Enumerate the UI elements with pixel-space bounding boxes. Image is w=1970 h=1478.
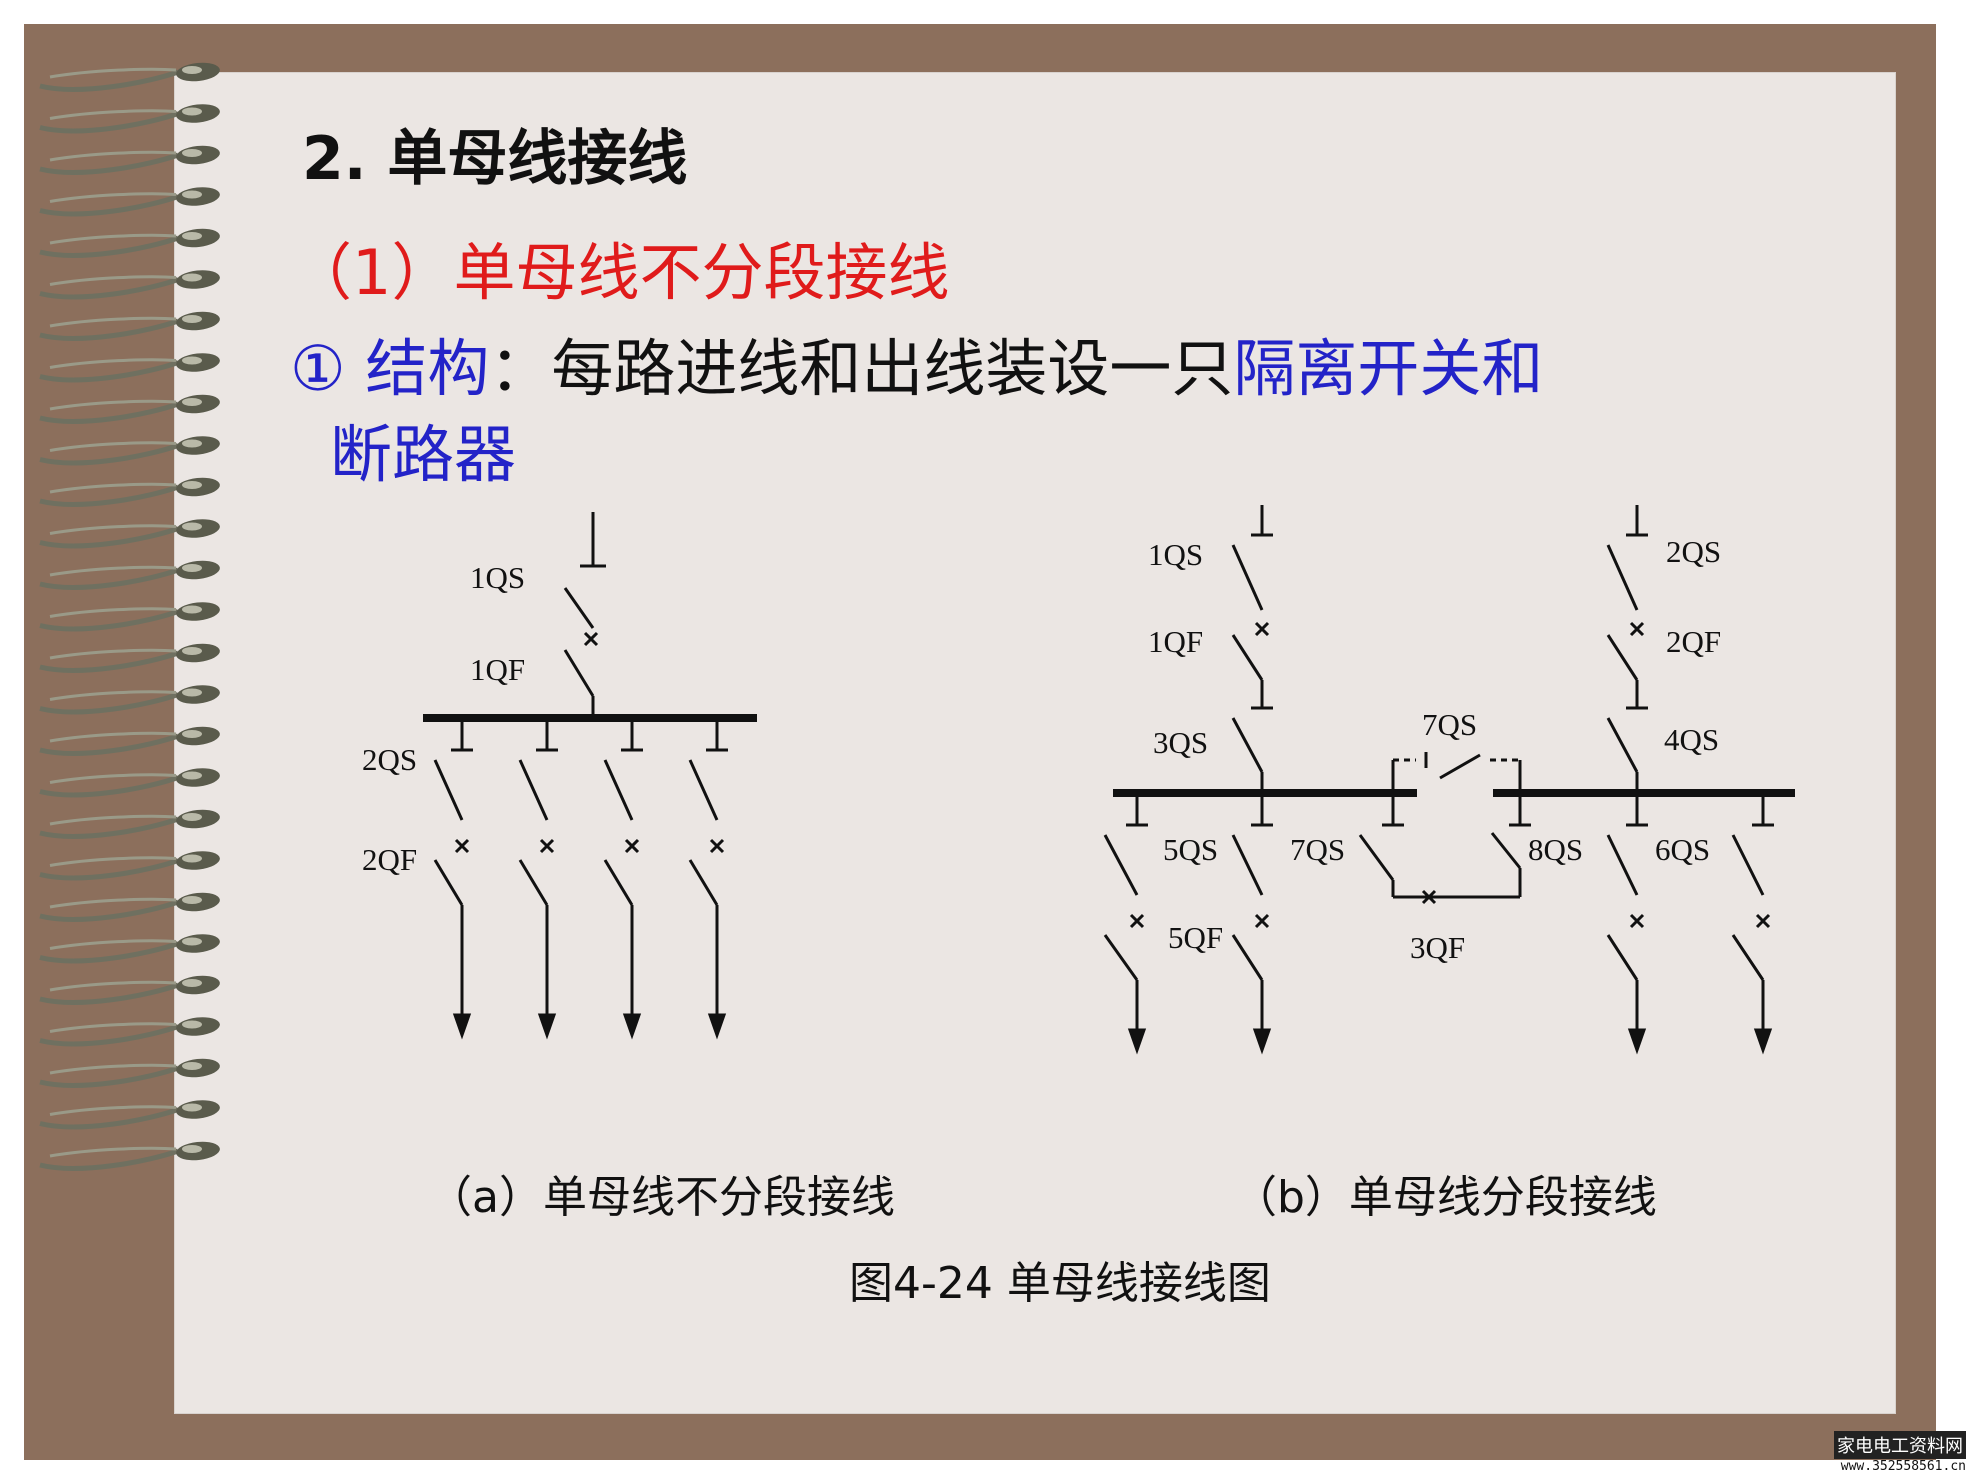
label-b-5qs: 5QS: [1163, 832, 1218, 867]
spiral-ring: [39, 353, 220, 383]
breaker-1qf: [563, 649, 595, 697]
spiral-ring: [39, 311, 220, 341]
label-b-2qs: 2QS: [1666, 534, 1721, 569]
label-b-8qs: 8QS: [1528, 832, 1583, 867]
incoming-left: [1231, 505, 1273, 793]
spiral-ring: [39, 851, 220, 881]
spiral-ring: [39, 768, 220, 798]
spiral-ring: [39, 145, 220, 175]
label-a-2qs: 2QS: [362, 742, 417, 777]
spiral-ring: [39, 1058, 220, 1088]
figure-caption: 图4-24 单母线接线图: [849, 1258, 1271, 1309]
structure-label: 结构: [365, 332, 490, 405]
spiral-ring: [39, 892, 220, 922]
switch-1qs: [563, 587, 595, 629]
spiral-ring: [39, 270, 220, 300]
section-switch-7qs: [1391, 752, 1522, 793]
spiral-ring: [39, 1100, 220, 1130]
spiral-ring: [39, 560, 220, 590]
section-subheading: （1）单母线不分段接线: [290, 236, 950, 309]
page-title: 2. 单母线接线: [302, 124, 688, 194]
spiral-ring: [39, 394, 220, 424]
label-b-1qf: 1QF: [1148, 624, 1203, 659]
spiral-ring: [39, 104, 220, 134]
incoming-right: [1606, 505, 1648, 793]
diagram-a: [423, 512, 757, 1040]
label-a-1qs: 1QS: [470, 560, 525, 595]
structure-marker: ①: [290, 332, 346, 405]
feeder-b2: [1231, 793, 1273, 1055]
spiral-ring: [39, 1141, 220, 1171]
spiral-ring: [39, 643, 220, 673]
structure-text: 每路进线和出线装设一只: [551, 332, 1234, 405]
label-b-2qf: 2QF: [1666, 624, 1721, 659]
feeder-a1: [433, 718, 473, 1040]
slide-frame: [24, 24, 1936, 1460]
spiral-ring: [39, 228, 220, 258]
label-b-3qf: 3QF: [1410, 930, 1465, 965]
spiral-ring: [39, 62, 220, 92]
feeder-a3: [603, 718, 643, 1040]
bus-tie-3qf: [1358, 793, 1531, 905]
label-a-1qf: 1QF: [470, 652, 525, 687]
label-b-5qf: 5QF: [1168, 920, 1223, 955]
label-b-7qs-low: 7QS: [1290, 832, 1345, 867]
watermark-site: 家电电工资料网: [1834, 1431, 1966, 1459]
label-b-1qs: 1QS: [1148, 537, 1203, 572]
feeder-a2: [518, 718, 558, 1040]
label-b-3qs: 3QS: [1153, 725, 1208, 760]
structure-highlight-1: 隔离开关和: [1233, 332, 1544, 405]
spiral-ring: [39, 519, 220, 549]
spiral-ring: [39, 726, 220, 756]
watermark-url: www.352558561.cn: [1840, 1459, 1966, 1474]
spiral-binding: [39, 62, 220, 1171]
label-a-2qf: 2QF: [362, 842, 417, 877]
spiral-ring: [39, 685, 220, 715]
feeder-b4: [1731, 793, 1774, 1055]
spiral-ring: [39, 187, 220, 217]
spiral-ring: [39, 436, 220, 466]
breaker-mark: [583, 631, 599, 647]
feeder-b3: [1606, 793, 1648, 1055]
label-b-7qs-top: 7QS: [1422, 707, 1477, 742]
spiral-ring: [39, 975, 220, 1005]
spiral-ring: [39, 477, 220, 507]
spiral-ring: [39, 1017, 220, 1047]
feeder-a4: [688, 718, 728, 1040]
structure-line: ① 结构：每路进线和出线装设一只隔离开关和: [290, 318, 1543, 408]
structure-colon: ：: [489, 332, 552, 405]
caption-b: （b）单母线分段接线: [1233, 1172, 1657, 1223]
label-b-4qs: 4QS: [1664, 722, 1719, 757]
spiral-ring: [39, 602, 220, 632]
diagram-b: [1103, 505, 1795, 1055]
feeder-b1: [1103, 793, 1148, 1055]
caption-a: （a）单母线不分段接线: [428, 1172, 895, 1223]
structure-highlight-2: 断路器: [330, 418, 517, 491]
label-b-6qs: 6QS: [1655, 832, 1710, 867]
spiral-ring: [39, 809, 220, 839]
watermark: 家电电工资料网 www.352558561.cn: [1834, 1431, 1966, 1474]
spiral-ring: [39, 934, 220, 964]
